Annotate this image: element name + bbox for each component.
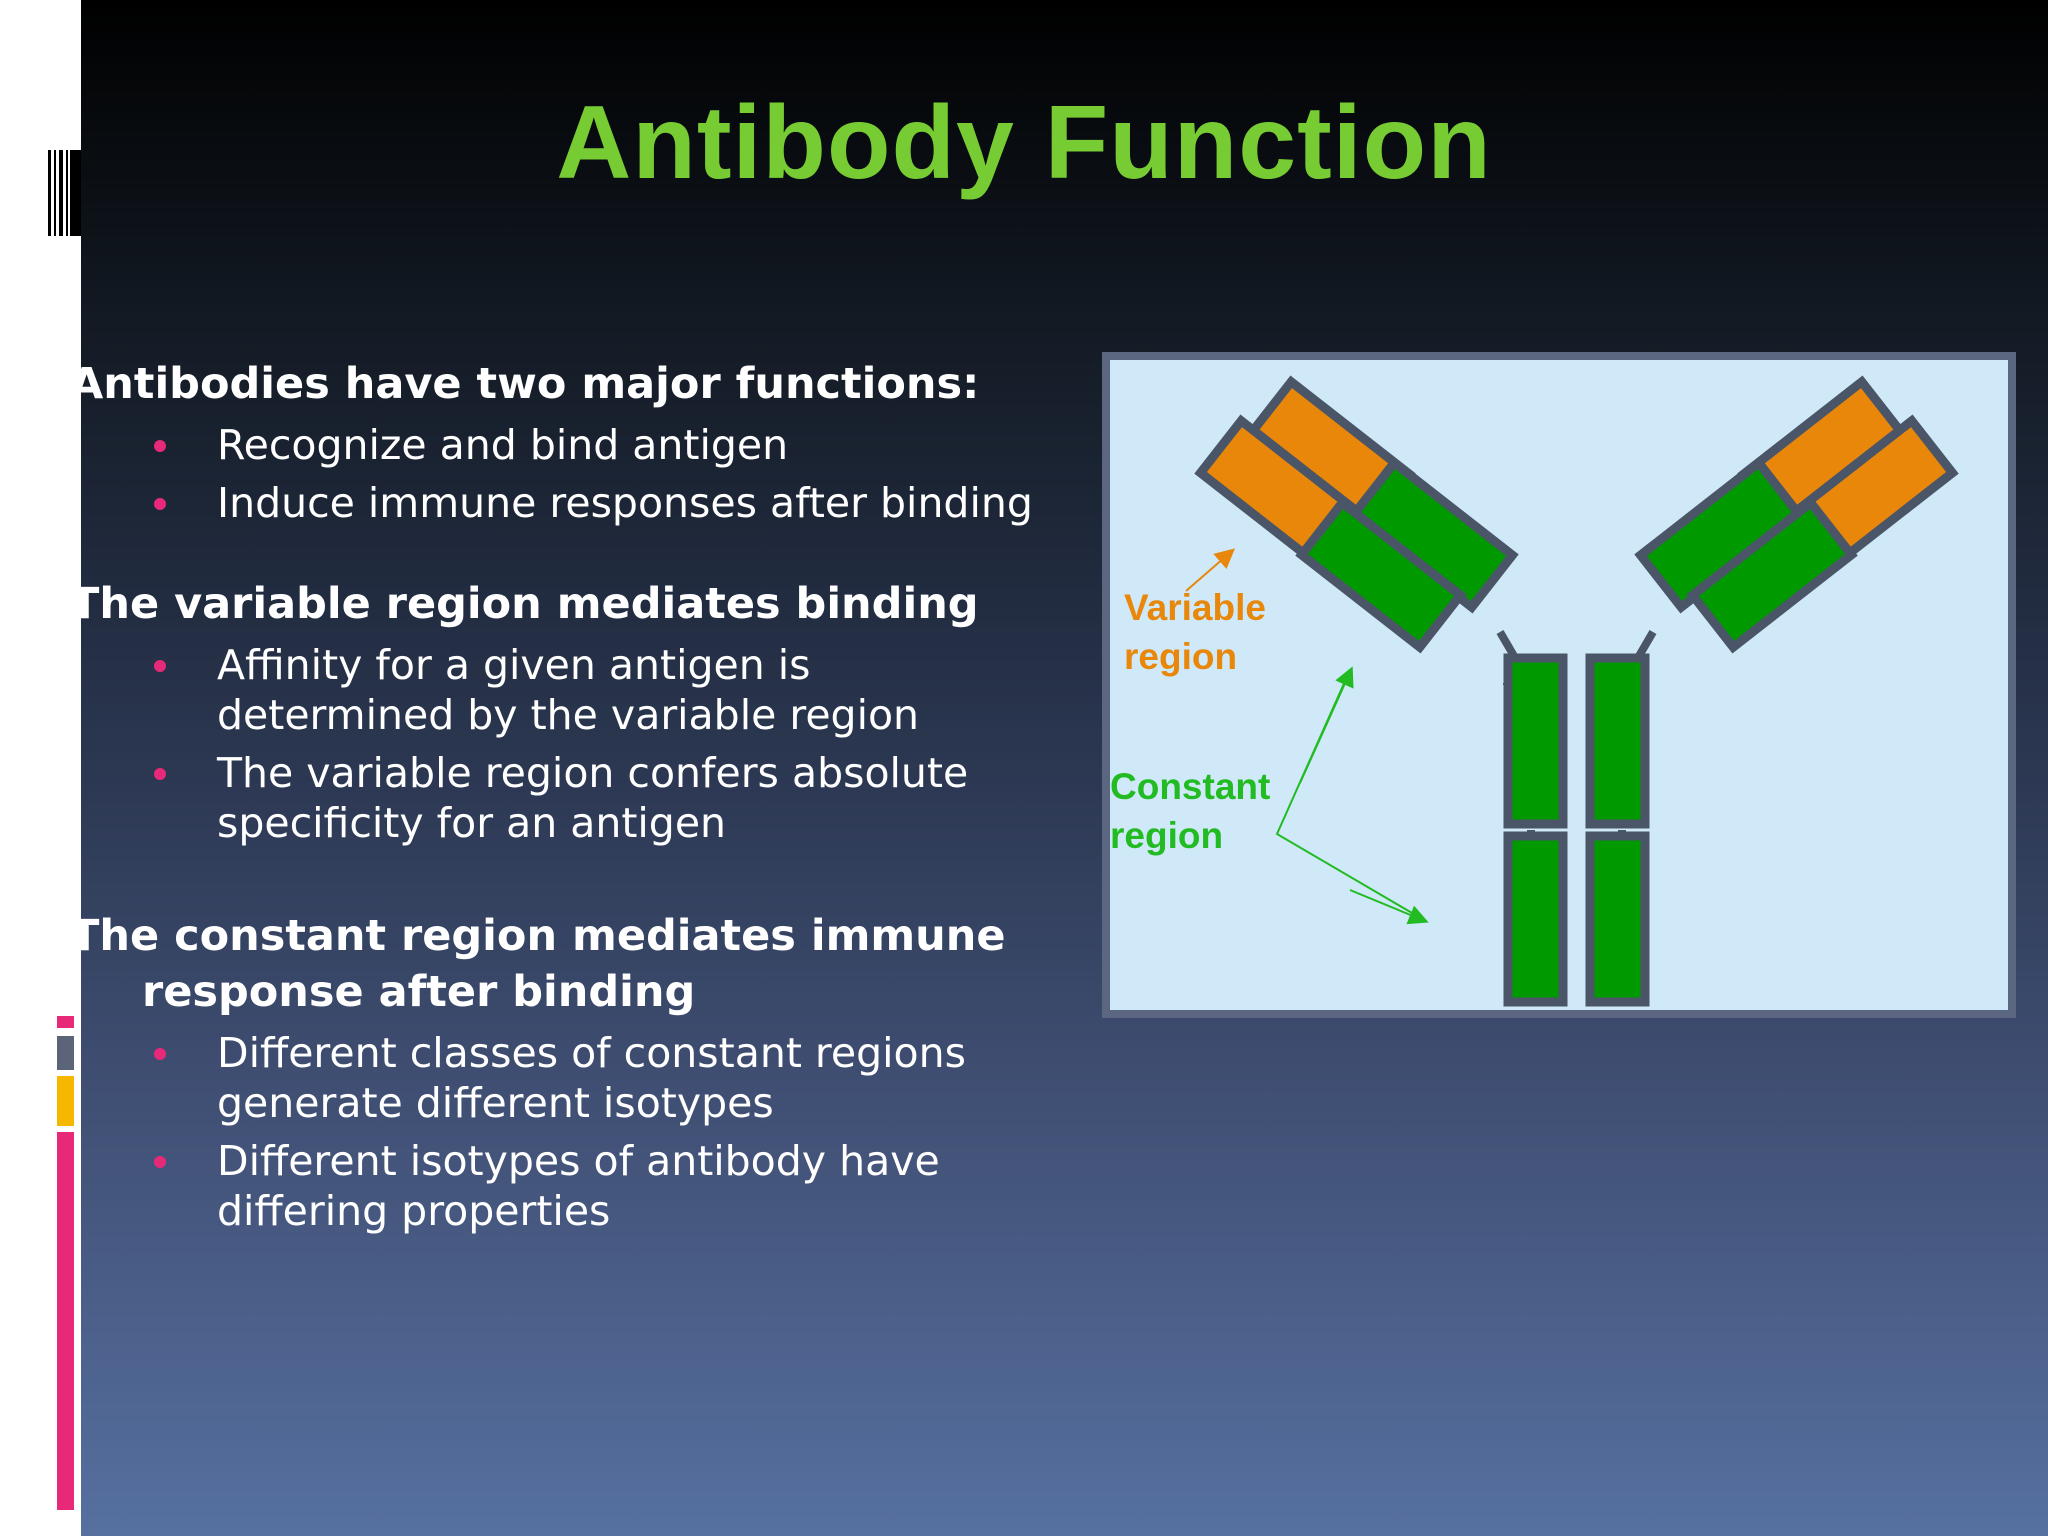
slide-title: Antibody Function <box>556 85 1492 201</box>
bullet-dot <box>154 440 166 452</box>
constant-arrow-down <box>1349 889 1429 925</box>
section-heading: Antibodies have two major functions: <box>70 356 1070 412</box>
section-heading-text: Antibodies have two major functions: <box>70 359 980 409</box>
constant-label-line2: region <box>1110 815 1223 856</box>
bullet-dot <box>154 1156 166 1168</box>
constant-arrow-up <box>1299 666 1354 784</box>
constant-region-label: Constant region <box>1110 766 1270 856</box>
bullet-text-line2: differing properties <box>217 1187 611 1235</box>
variable-region-label: Variable region <box>1124 587 1266 677</box>
bullet-dot <box>154 768 166 780</box>
bullet-content: Antibodies have two major functions: Rec… <box>70 356 1070 1236</box>
bullet-text-line1: Affinity for a given antigen is <box>217 641 811 689</box>
bullet-item: Recognize and bind antigen <box>70 420 1070 470</box>
section-heading-text: The constant region mediates immune <box>70 911 1006 961</box>
section-heading-text: The variable region mediates binding <box>70 579 979 629</box>
bullet-item: Induce immune responses after binding <box>70 478 1070 528</box>
constant-label-line1: Constant <box>1110 766 1270 807</box>
bullet-item: The variable region confers absolute spe… <box>70 748 1070 848</box>
section-heading: The constant region mediates immune resp… <box>70 908 1070 1020</box>
bullet-dot <box>154 498 166 510</box>
section-constant-region: The constant region mediates immune resp… <box>70 908 1070 1236</box>
bullet-text: Induce immune responses after binding <box>217 479 1033 527</box>
variable-arrow <box>1185 548 1236 592</box>
bullet-text-line2: generate different isotypes <box>217 1079 774 1127</box>
bullet-item: Different isotypes of antibody have diff… <box>70 1136 1070 1236</box>
bullet-text: Recognize and bind antigen <box>217 421 789 469</box>
section-variable-region: The variable region mediates binding Aff… <box>70 576 1070 848</box>
antibody-segments <box>1194 375 1959 1007</box>
bullet-text-line1: The variable region confers absolute <box>217 749 969 797</box>
variable-label-line1: Variable <box>1124 587 1266 628</box>
section-two-functions: Antibodies have two major functions: Rec… <box>70 356 1070 528</box>
section-heading-continuation: response after binding <box>142 967 696 1017</box>
section-heading: The variable region mediates binding <box>70 576 1070 632</box>
variable-label-line2: region <box>1124 636 1237 677</box>
barcode-decoration <box>48 150 81 236</box>
bullet-text-line2: specificity for an antigen <box>217 799 727 847</box>
bullet-text-line1: Different isotypes of antibody have <box>217 1137 940 1185</box>
bullet-dot <box>154 1048 166 1060</box>
antibody-diagram: Variable region Constant region <box>1102 352 2016 1018</box>
bullet-item: Affinity for a given antigen is determin… <box>70 640 1070 740</box>
antibody-diagram-svg: Variable region Constant region <box>1110 360 2008 1010</box>
bullet-dot <box>154 660 166 672</box>
bullet-item: Different classes of constant regions ge… <box>70 1028 1070 1128</box>
bullet-text-line1: Different classes of constant regions <box>217 1029 966 1077</box>
bullet-text-line2: determined by the variable region <box>217 691 920 739</box>
